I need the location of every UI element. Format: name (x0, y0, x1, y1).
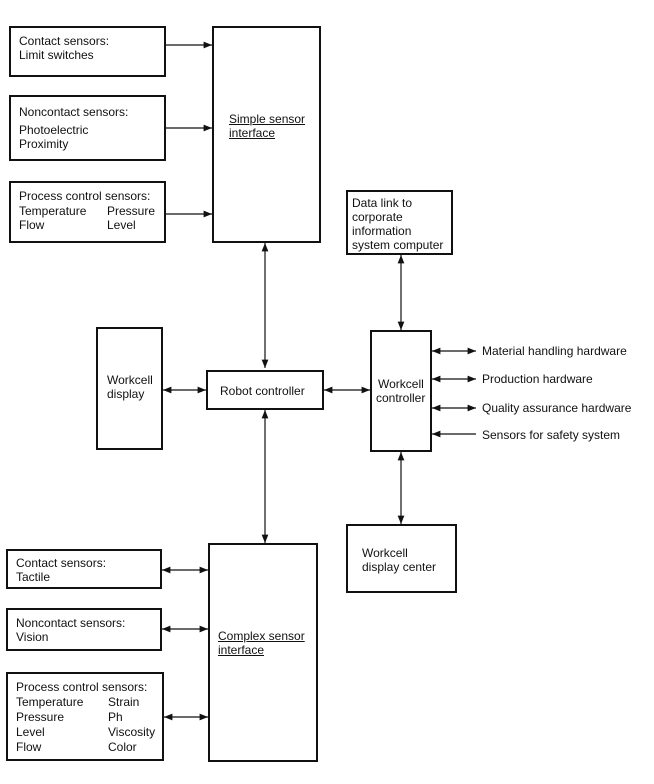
proximity-label: Proximity (19, 137, 69, 151)
data-link-box: Data link to corporate information syste… (346, 190, 453, 255)
display-center-line1: Workcell (362, 546, 408, 560)
complex-temperature-label: Temperature (16, 695, 84, 709)
workcell-controller-line2: controller (376, 391, 426, 405)
complex-interface-line2: interface (218, 643, 265, 657)
workcell-controller-box: Workcell controller (370, 330, 432, 452)
material-handling-label: Material handling hardware (482, 344, 627, 358)
ph-label: Ph (108, 710, 123, 724)
production-hardware-label: Production hardware (482, 372, 593, 386)
contact-sensors-title: Contact sensors: (19, 34, 110, 48)
complex-pressure-label: Pressure (16, 710, 65, 724)
data-link-line2: corporate (352, 210, 403, 224)
temperature-label: Temperature (19, 204, 87, 218)
complex-process-sensors-box: Process control sensors: Temperature Pre… (6, 672, 164, 761)
level-label: Level (107, 218, 136, 232)
noncontact-sensors-title: Noncontact sensors: (19, 105, 129, 119)
complex-level-label: Level (16, 725, 45, 739)
process-sensors-title: Process control sensors: (19, 189, 151, 203)
data-link-line3: information (352, 224, 412, 238)
complex-process-title: Process control sensors: (16, 680, 148, 694)
photoelectric-label: Photoelectric (19, 123, 89, 137)
process-sensors-box: Process control sensors: Temperature Flo… (9, 181, 166, 243)
flow-label: Flow (19, 218, 45, 232)
robot-controller-box: Robot controller (206, 370, 324, 410)
simple-interface-line2: interface (229, 126, 276, 140)
workcell-display-line2: display (107, 387, 145, 401)
simple-sensor-interface-box: Simple sensor interface (212, 26, 321, 243)
viscosity-label: Viscosity (108, 725, 156, 739)
vision-sensors-box: Noncontact sensors: Vision (6, 608, 162, 651)
simple-interface-line1: Simple sensor (229, 112, 306, 126)
complex-contact-title: Contact sensors: (16, 556, 107, 570)
strain-label: Strain (108, 695, 140, 709)
complex-noncontact-title: Noncontact sensors: (16, 616, 126, 630)
color-label: Color (108, 740, 137, 754)
tactile-label: Tactile (16, 570, 51, 584)
vision-label: Vision (16, 630, 49, 644)
safety-sensors-label: Sensors for safety system (482, 428, 621, 442)
workcell-display-center-box: Workcell display center (346, 524, 457, 593)
workcell-display-box: Workcell display (96, 327, 163, 450)
complex-sensor-interface-box: Complex sensor interface (208, 543, 318, 762)
workcell-controller-line1: Workcell (378, 377, 424, 391)
noncontact-sensors-box: Noncontact sensors: Photoelectric Proxim… (9, 95, 166, 161)
pressure-label: Pressure (107, 204, 156, 218)
limit-switches-label: Limit switches (19, 48, 94, 62)
tactile-sensors-box: Contact sensors: Tactile (6, 549, 162, 589)
data-link-line1: Data link to (352, 196, 413, 210)
contact-sensors-box: Contact sensors: Limit switches (9, 26, 166, 77)
workcell-display-line1: Workcell (107, 373, 153, 387)
complex-interface-line1: Complex sensor (218, 629, 305, 643)
quality-assurance-label: Quality assurance hardware (482, 401, 632, 415)
display-center-line2: display center (362, 560, 437, 574)
complex-flow-label: Flow (16, 740, 42, 754)
data-link-line4: system computer (352, 238, 444, 252)
robot-controller-label: Robot controller (220, 384, 305, 398)
